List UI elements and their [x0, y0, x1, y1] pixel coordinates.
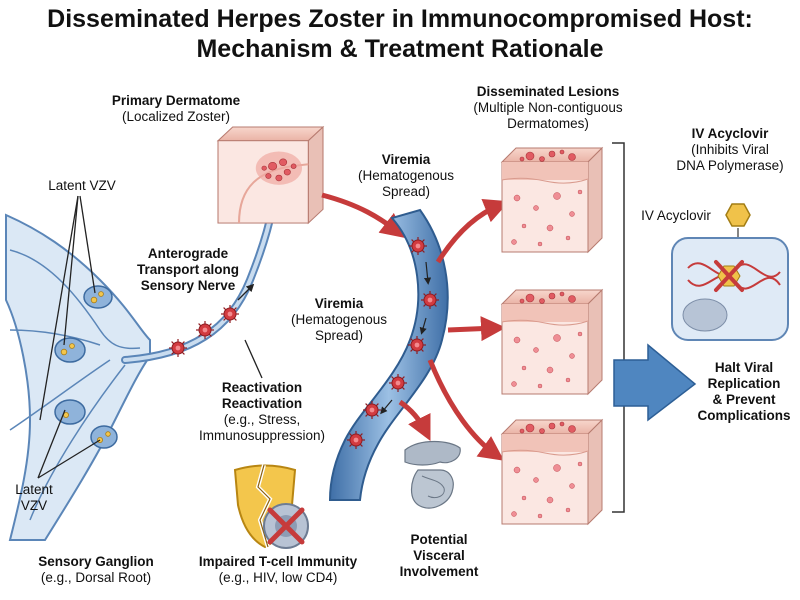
viremia-mid-sub2: Spread)	[314, 328, 364, 343]
impaired-tcell-label: Impaired T-cell Immunity (e.g., HIV, low…	[178, 554, 378, 586]
iv-acyclovir-sub1: (Inhibits Viral	[691, 142, 769, 157]
halt-label: Halt Viral Replication & Prevent Complic…	[688, 360, 800, 424]
reactivation-line2: Reactivation	[221, 396, 303, 411]
primary-dermatome-block	[216, 125, 325, 225]
title-line-1: Disseminated Herpes Zoster in Immunocomp…	[47, 5, 753, 33]
anterograde-line1: Anterograde	[147, 246, 229, 261]
visceral-line2: Visceral	[413, 548, 465, 563]
iv-acyclovir-header-label: IV Acyclovir (Inhibits Viral DNA Polymer…	[660, 126, 800, 174]
flow-arrows	[380, 261, 432, 415]
halt-arrow	[613, 343, 697, 422]
reactivation-line1: Reactivation	[221, 380, 303, 395]
virus-particle	[362, 400, 382, 420]
viremia-top-label: Viremia (Hematogenous Spread)	[346, 152, 466, 200]
viremia-top-sub1: (Hematogenous	[357, 168, 455, 183]
halt-line3: & Prevent	[712, 392, 776, 407]
disseminated-sub1: (Multiple Non-contiguous	[473, 100, 623, 115]
virus-particle	[388, 373, 408, 393]
viremia-mid-label: Viremia (Hematogenous Spread)	[284, 296, 394, 344]
acyclovir-hexagon-icon	[725, 203, 751, 227]
sensory-ganglion	[5, 213, 151, 541]
arrow-dermatome-to-blood	[321, 192, 406, 239]
latent-vzv-bottom-line2: VZV	[20, 498, 48, 513]
disseminated-lesions-label: Disseminated Lesions (Multiple Non-conti…	[458, 84, 638, 132]
lesions-bracket	[612, 142, 625, 513]
viremia-top-title: Viremia	[381, 152, 431, 167]
primary-dermatome-title: Primary Dermatome	[111, 93, 241, 108]
virus-particle	[407, 335, 427, 355]
viremia-mid-title: Viremia	[314, 296, 364, 311]
latent-vzv-bottom-line1: Latent	[15, 482, 53, 497]
reactivation-label: Reactivation Reactivation (e.g., Stress,…	[182, 380, 342, 444]
latent-vzv-top-label: Latent VZV	[48, 178, 116, 193]
anterograde-line2: Transport along	[136, 262, 239, 277]
sensory-ganglion-title: Sensory Ganglion	[38, 554, 154, 569]
virus-particle	[408, 236, 428, 256]
lesion-block-2	[501, 289, 603, 395]
sensory-ganglion-sub: (e.g., Dorsal Root)	[40, 570, 152, 585]
latent-vzv-bottom-label: Latent VZV	[4, 482, 64, 514]
page-title: Disseminated Herpes Zoster in Immunocomp…	[0, 4, 800, 64]
disseminated-title: Disseminated Lesions	[476, 84, 620, 99]
halt-line2: Replication	[707, 376, 781, 391]
lesion-block-3	[501, 419, 603, 525]
tcell-blocked-icon	[263, 503, 309, 549]
visceral-line3: Involvement	[399, 564, 479, 579]
dissemination-arrows	[398, 198, 510, 461]
disseminated-sub2: Dermatomes)	[507, 116, 589, 131]
virus-particle	[420, 290, 440, 310]
halt-line1: Halt Viral	[714, 360, 774, 375]
anterograde-label: Anterograde Transport along Sensory Nerv…	[118, 246, 258, 294]
halt-line4: Complications	[697, 408, 791, 423]
iv-acyclovir-sub2: DNA Polymerase)	[676, 158, 784, 173]
reactivation-pointer	[244, 339, 263, 379]
anterograde-line3: Sensory Nerve	[140, 278, 236, 293]
infected-cell-icon	[671, 237, 789, 341]
reactivation-line3: (e.g., Stress,	[223, 412, 301, 427]
primary-dermatome-sub: (Localized Zoster)	[121, 109, 231, 124]
virus-particle	[195, 320, 215, 340]
iv-acyclovir-title: IV Acyclovir	[691, 126, 769, 141]
virus-particle	[346, 430, 366, 450]
impaired-tcell-title: Impaired T-cell Immunity	[198, 554, 358, 569]
visceral-label: Potential Visceral Involvement	[384, 532, 494, 580]
primary-dermatome-label: Primary Dermatome (Localized Zoster)	[86, 93, 266, 125]
viremia-mid-sub1: (Hematogenous	[290, 312, 388, 327]
lesion-block-1	[501, 147, 603, 253]
anterograde-pointer	[237, 283, 255, 301]
impaired-tcell-sub: (e.g., HIV, low CD4)	[218, 570, 338, 585]
latent-vzv-pointers	[37, 195, 101, 479]
virus-particle	[220, 304, 240, 324]
blood-vessel	[328, 208, 449, 501]
visceral-line1: Potential	[410, 532, 468, 547]
iv-acyclovir-small-label: IV Acyclovir	[641, 208, 711, 223]
viremia-top-sub2: Spread)	[381, 184, 431, 199]
visceral-organs-icon	[404, 440, 461, 509]
title-line-2: Mechanism & Treatment Rationale	[196, 35, 604, 63]
virus-particle	[168, 338, 188, 358]
reactivation-line4: Immunosuppression)	[198, 428, 326, 443]
sensory-ganglion-label: Sensory Ganglion (e.g., Dorsal Root)	[6, 554, 186, 586]
